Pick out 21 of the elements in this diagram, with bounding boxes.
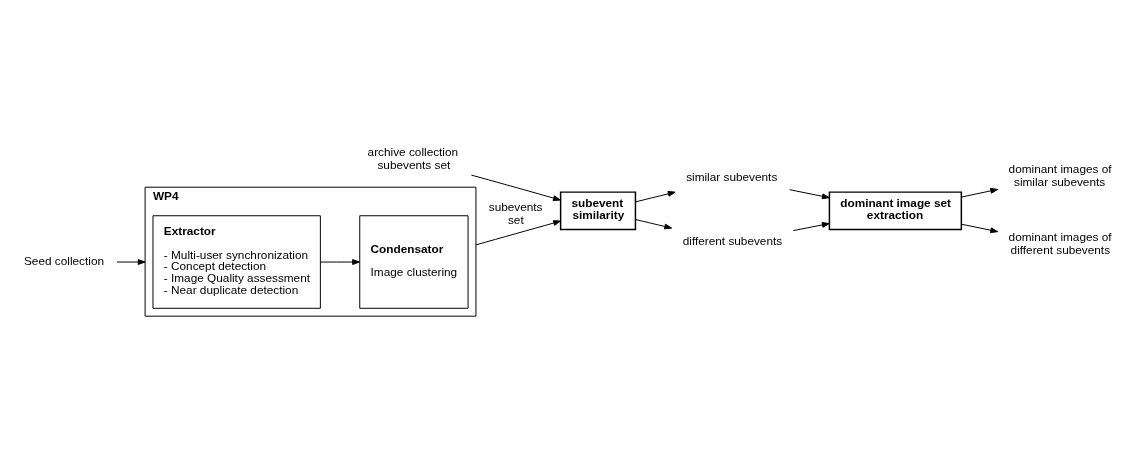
node-box: dominant image set extraction <box>828 190 963 230</box>
node-text: Seed collection <box>24 253 105 268</box>
arrow <box>475 219 562 245</box>
node-text: archive collection subevents set <box>367 144 459 172</box>
node-box: Condensator Image clustering <box>359 214 469 309</box>
node-text: dominant images of similar subevents <box>1008 161 1112 189</box>
arrow <box>792 221 830 231</box>
arrow <box>789 188 830 199</box>
node-text: similar subevents <box>686 169 778 184</box>
arrow <box>319 258 360 265</box>
node-box: Extractor - Multi-user synchronization - Concept detection - Image Quality assessment - Near duplicate detection <box>152 214 321 309</box>
node-box: subevent similarity <box>559 190 637 230</box>
arrow <box>470 174 561 201</box>
node-text: dominant images of different subevents <box>1008 229 1112 257</box>
edge-label: subevents set <box>488 199 543 227</box>
arrow <box>635 218 673 229</box>
node-text: different subevents <box>682 233 783 248</box>
arrow <box>635 190 676 202</box>
arrow <box>961 223 999 233</box>
arrow <box>961 187 999 197</box>
arrow <box>116 258 146 265</box>
